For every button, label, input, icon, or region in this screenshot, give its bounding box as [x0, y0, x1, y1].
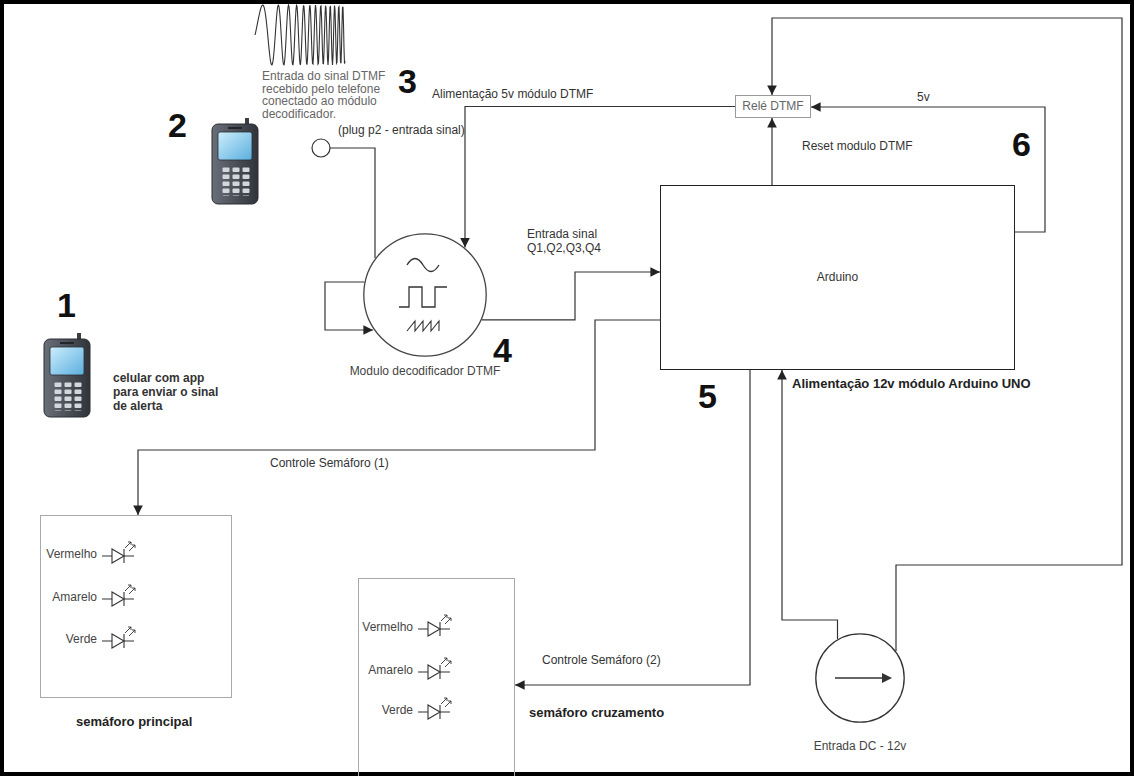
phone-icon	[50, 347, 84, 375]
led-symbol	[428, 705, 440, 719]
callout-number: 6	[1012, 125, 1031, 164]
led-label: Vermelho	[46, 548, 97, 562]
led-symbol	[441, 658, 451, 667]
led-label: Verde	[382, 704, 413, 718]
led-symbol	[102, 542, 146, 568]
plug-wire	[330, 148, 375, 258]
callout-number: 5	[698, 377, 717, 416]
led-symbol	[418, 615, 462, 641]
connector-label: 5v	[915, 91, 932, 105]
connector-line	[515, 370, 750, 685]
note-text: Entrada do sinal DTMF recebido pelo tele…	[262, 70, 394, 120]
callout-number: 4	[493, 331, 512, 370]
callout-number: 1	[57, 286, 76, 325]
plug-label: (plug p2 - entrada sinal)	[338, 124, 465, 138]
callout-number: 3	[398, 62, 417, 101]
phone-icon	[44, 333, 90, 417]
connector-line	[771, 118, 772, 185]
phone-icon	[220, 166, 250, 196]
decoder-symbol	[407, 259, 439, 272]
p2-plug	[312, 139, 330, 157]
source-symbol	[815, 633, 905, 723]
phone-icon	[212, 124, 258, 204]
led-label: Amarelo	[368, 664, 413, 678]
node-caption: Entrada DC - 12v	[785, 740, 935, 754]
led-symbol	[102, 627, 146, 653]
led-symbol	[112, 592, 124, 606]
box-label: Relé DTMF	[742, 100, 803, 114]
led-symbol	[441, 698, 451, 707]
led-symbol	[125, 542, 135, 551]
decoder-symbol	[407, 321, 439, 331]
callout-number: 2	[168, 106, 187, 145]
box-label: Arduino	[817, 271, 858, 285]
traffic-light-box: VermelhoAmareloVerdesemáforo cruzamento	[358, 578, 515, 776]
led-label: Verde	[66, 633, 97, 647]
led-symbol	[112, 634, 124, 648]
led-symbol	[441, 615, 451, 624]
led-symbol	[428, 622, 440, 636]
led-symbol	[125, 627, 135, 636]
dtmf-waveform	[255, 5, 345, 65]
led-symbol	[102, 585, 146, 611]
led-label: Amarelo	[52, 591, 97, 605]
relay-box: Relé DTMF	[735, 95, 811, 118]
led-label: Vermelho	[362, 621, 413, 635]
phone-icon	[218, 132, 252, 160]
phone-icon	[44, 339, 90, 417]
led-symbol	[418, 658, 462, 684]
connector-label: Reset modulo DTMF	[800, 140, 915, 154]
connector-label: Controle Semáforo (2)	[540, 654, 663, 668]
decoder-symbol	[399, 287, 447, 307]
phone-caption: celular com app para enviar o sinal de a…	[113, 372, 221, 413]
dc-source-circle: Entrada DC - 12v	[815, 633, 905, 723]
connector-label: Controle Semáforo (1)	[268, 457, 391, 471]
connector-label: Entrada sinal Q1,Q2,Q3,Q4	[525, 228, 634, 256]
phone-icon	[212, 118, 258, 204]
led-symbol	[112, 549, 124, 563]
led-symbol	[428, 665, 440, 679]
arduino-box: Arduino	[660, 185, 1015, 370]
decoder-symbol	[363, 233, 487, 357]
phone-icon	[52, 381, 82, 411]
connector-line	[482, 272, 660, 320]
source-symbol	[882, 673, 892, 683]
node-caption: semáforo principal	[76, 715, 192, 730]
led-symbol	[125, 585, 135, 594]
connector-line	[782, 370, 838, 639]
dtmf-decoder-circle: Modulo decodificador DTMF	[363, 233, 487, 357]
source-symbol	[816, 634, 904, 722]
phone-icon	[60, 342, 74, 344]
phone-icon	[228, 127, 242, 129]
decoder-symbol	[364, 234, 486, 356]
connector-label: Alimentação 5v módulo DTMF	[430, 88, 595, 102]
led-symbol	[418, 698, 462, 724]
connector-label: Alimentação 12v módulo Arduino UNO	[790, 377, 1033, 392]
traffic-light-box: VermelhoAmareloVerdesemáforo principal	[40, 515, 232, 698]
node-caption: semáforo cruzamento	[529, 706, 664, 721]
source-symbol	[835, 677, 883, 678]
